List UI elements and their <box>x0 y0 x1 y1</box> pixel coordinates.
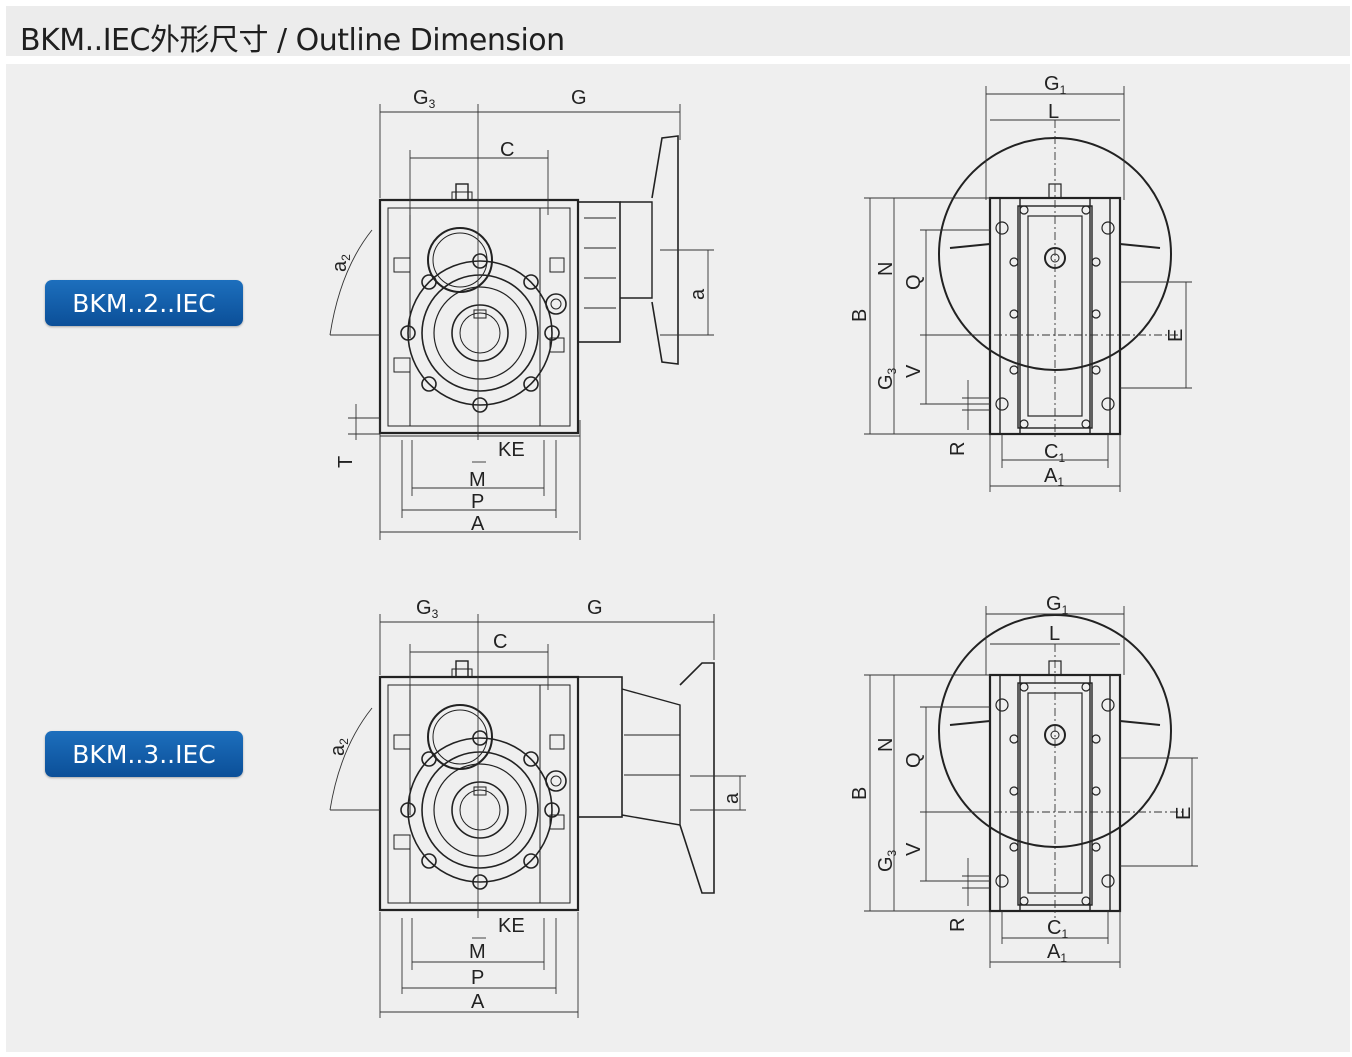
dim-label-b: B <box>849 787 871 800</box>
model-button-bkm-3-iec[interactable]: BKM..3..IEC <box>45 731 243 777</box>
dim-label-a2: a2 <box>327 738 351 756</box>
dim-label-v: V <box>903 842 925 856</box>
dim-label-a1: A1 <box>1047 941 1067 965</box>
dim-label-m: M <box>469 941 486 963</box>
side-view-2 <box>378 135 679 435</box>
model-button-bkm-2-iec[interactable]: BKM..2..IEC <box>45 280 243 326</box>
dimension-lines-3 <box>329 606 1198 1018</box>
dim-label-q: Q <box>903 274 925 290</box>
dim-label-r: R <box>947 442 969 456</box>
dim-label-a-width: A <box>471 991 485 1013</box>
dimension-lines-2 <box>329 86 1192 540</box>
dim-label-g: G <box>587 597 603 619</box>
dim-label-e: E <box>1173 807 1195 820</box>
dim-label-c1: C1 <box>1047 917 1068 941</box>
dim-label-a2: a2 <box>329 254 353 272</box>
dim-label-t: T <box>335 456 357 468</box>
dim-label-p: P <box>471 967 484 989</box>
dim-label-g3-front: G3 <box>875 367 899 390</box>
dim-label-g3-front: G3 <box>875 849 899 872</box>
dim-label-a: a <box>721 792 743 804</box>
dim-label-ke: KE <box>498 439 525 461</box>
dim-label-n: N <box>875 262 897 276</box>
dim-label-g: G <box>571 87 587 109</box>
dim-label-g3: G3 <box>416 597 439 621</box>
dim-label-p: P <box>471 491 484 513</box>
dim-label-g1: G1 <box>1046 593 1069 617</box>
title-bar: BKM..IEC外形尺寸 / Outline Dimension <box>6 6 1350 58</box>
side-view-3 <box>378 659 715 912</box>
dim-label-a-width: A <box>471 513 485 535</box>
page-title: BKM..IEC外形尺寸 / Outline Dimension <box>20 23 565 58</box>
dim-label-e: E <box>1165 329 1187 342</box>
dim-label-a1: A1 <box>1044 465 1064 489</box>
dim-label-c: C <box>493 631 507 653</box>
dim-label-g1: G1 <box>1044 73 1067 97</box>
dim-label-g3: G3 <box>413 87 436 111</box>
dim-label-q: Q <box>903 752 925 768</box>
dim-label-b: B <box>849 309 871 322</box>
dim-label-n: N <box>875 738 897 752</box>
dim-label-ke: KE <box>498 915 525 937</box>
dim-label-m: M <box>469 469 486 491</box>
dim-label-l: L <box>1049 623 1060 645</box>
dim-label-c: C <box>500 139 514 161</box>
dim-label-r: R <box>947 918 969 932</box>
dim-label-l: L <box>1048 101 1059 123</box>
dim-label-v: V <box>903 364 925 378</box>
dim-label-a: a <box>687 288 709 300</box>
dim-label-c1: C1 <box>1044 441 1065 465</box>
